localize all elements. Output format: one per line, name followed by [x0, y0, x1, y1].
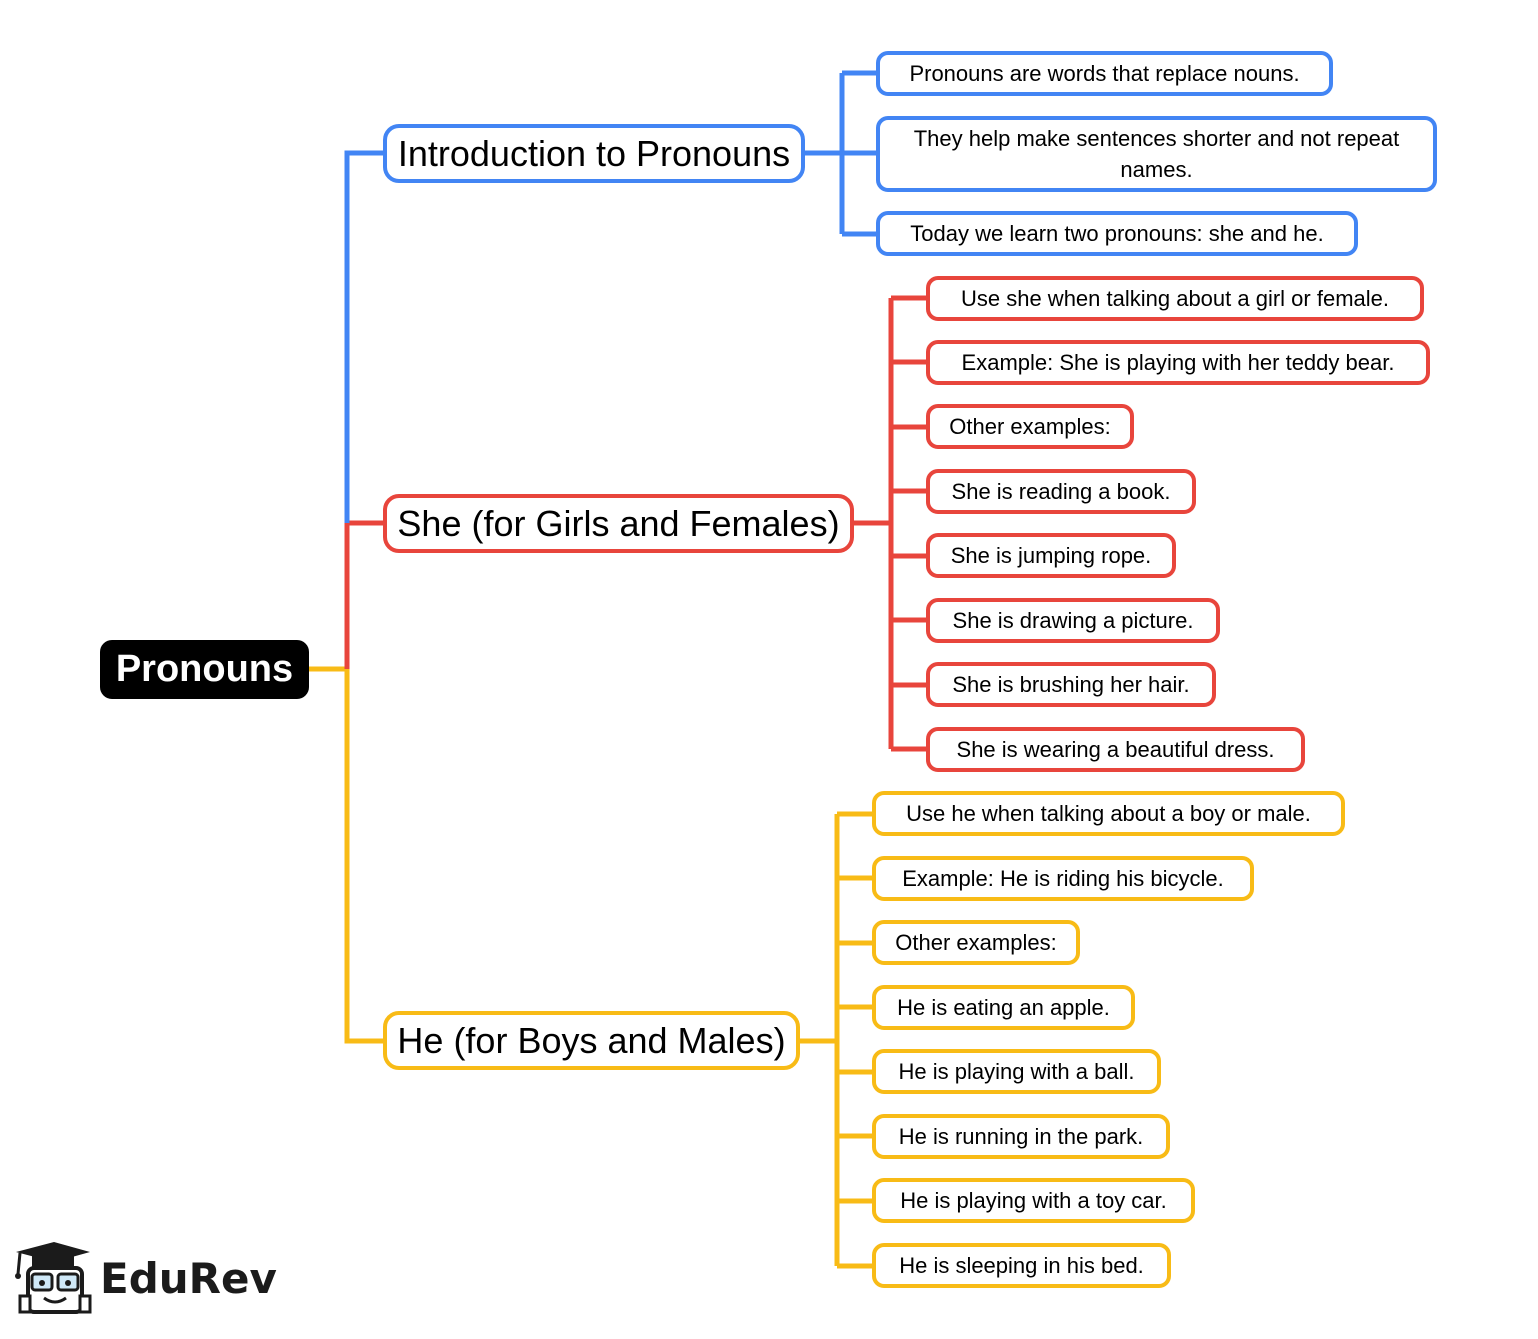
leaf-text: He is running in the park.: [898, 1123, 1144, 1149]
leaf-text: Use he when talking about a boy or male.: [906, 800, 1311, 826]
she-leaf: Use she when talking about a girl or fem…: [926, 276, 1424, 321]
she-leaf: Other examples:: [926, 404, 1134, 449]
leaf-text: She is wearing a beautiful dress.: [956, 736, 1275, 762]
she-leaf: She is brushing her hair.: [926, 662, 1216, 707]
connector-intro-children: [804, 70, 878, 237]
leaf-text: She is jumping rope.: [950, 542, 1152, 568]
intro-leaf: Today we learn two pronouns: she and he.: [876, 211, 1358, 256]
he-leaf: He is eating an apple.: [872, 985, 1135, 1030]
she-leaf: She is wearing a beautiful dress.: [926, 727, 1305, 772]
leaf-text: She is brushing her hair.: [952, 671, 1190, 697]
root-node: Pronouns: [100, 640, 309, 699]
intro-leaf: They help make sentences shorter and not…: [876, 116, 1437, 192]
leaf-text: He is playing with a ball.: [898, 1058, 1135, 1084]
branch-label: He (for Boys and Males): [397, 1019, 786, 1061]
connector-spine-she: [344, 520, 384, 669]
he-leaf: He is playing with a ball.: [872, 1049, 1161, 1094]
leaf-text: They help make sentences shorter and not…: [913, 126, 1400, 182]
connector-he-children: [799, 811, 874, 1269]
he-leaf: Example: He is riding his bicycle.: [872, 856, 1254, 901]
branch-introduction: Introduction to Pronouns: [383, 124, 805, 183]
connector-she-children: [853, 295, 928, 752]
edurev-logo: EduRev: [10, 1230, 314, 1326]
she-leaf: She is drawing a picture.: [926, 598, 1220, 643]
leaf-text: He is playing with a toy car.: [900, 1187, 1167, 1213]
leaf-text: He is eating an apple.: [897, 994, 1110, 1020]
she-leaf: She is jumping rope.: [926, 533, 1176, 578]
leaf-text: Use she when talking about a girl or fem…: [960, 285, 1389, 311]
he-leaf: Other examples:: [872, 920, 1080, 965]
he-leaf: He is running in the park.: [872, 1114, 1170, 1159]
she-leaf: Example: She is playing with her teddy b…: [926, 340, 1430, 385]
logo-text: EduRev: [100, 1253, 277, 1303]
he-leaf: Use he when talking about a boy or male.: [872, 791, 1345, 836]
leaf-text: He is sleeping in his bed.: [899, 1252, 1144, 1278]
she-leaf: She is reading a book.: [926, 469, 1196, 514]
he-leaf: He is playing with a toy car.: [872, 1178, 1195, 1223]
leaf-text: Other examples:: [949, 413, 1111, 439]
intro-leaf: Pronouns are words that replace nouns.: [876, 51, 1333, 96]
branch-he: He (for Boys and Males): [383, 1011, 800, 1070]
leaf-text: Pronouns are words that replace nouns.: [909, 60, 1300, 86]
leaf-text: She is drawing a picture.: [952, 607, 1194, 633]
leaf-text: Other examples:: [895, 929, 1057, 955]
graduate-mascot-icon: [15, 1242, 92, 1314]
connector-spine-intro: [344, 150, 384, 523]
connector-spine-he: [344, 669, 384, 1044]
branch-label: Introduction to Pronouns: [397, 132, 791, 174]
root-label: Pronouns: [115, 648, 294, 690]
he-leaf: He is sleeping in his bed.: [872, 1243, 1171, 1288]
branch-label: She (for Girls and Females): [397, 502, 840, 544]
leaf-text: Example: She is playing with her teddy b…: [961, 349, 1395, 375]
leaf-text: Today we learn two pronouns: she and he.: [910, 220, 1324, 246]
branch-she: She (for Girls and Females): [383, 494, 854, 553]
leaf-text: Example: He is riding his bicycle.: [902, 865, 1224, 891]
leaf-text: She is reading a book.: [951, 478, 1171, 504]
